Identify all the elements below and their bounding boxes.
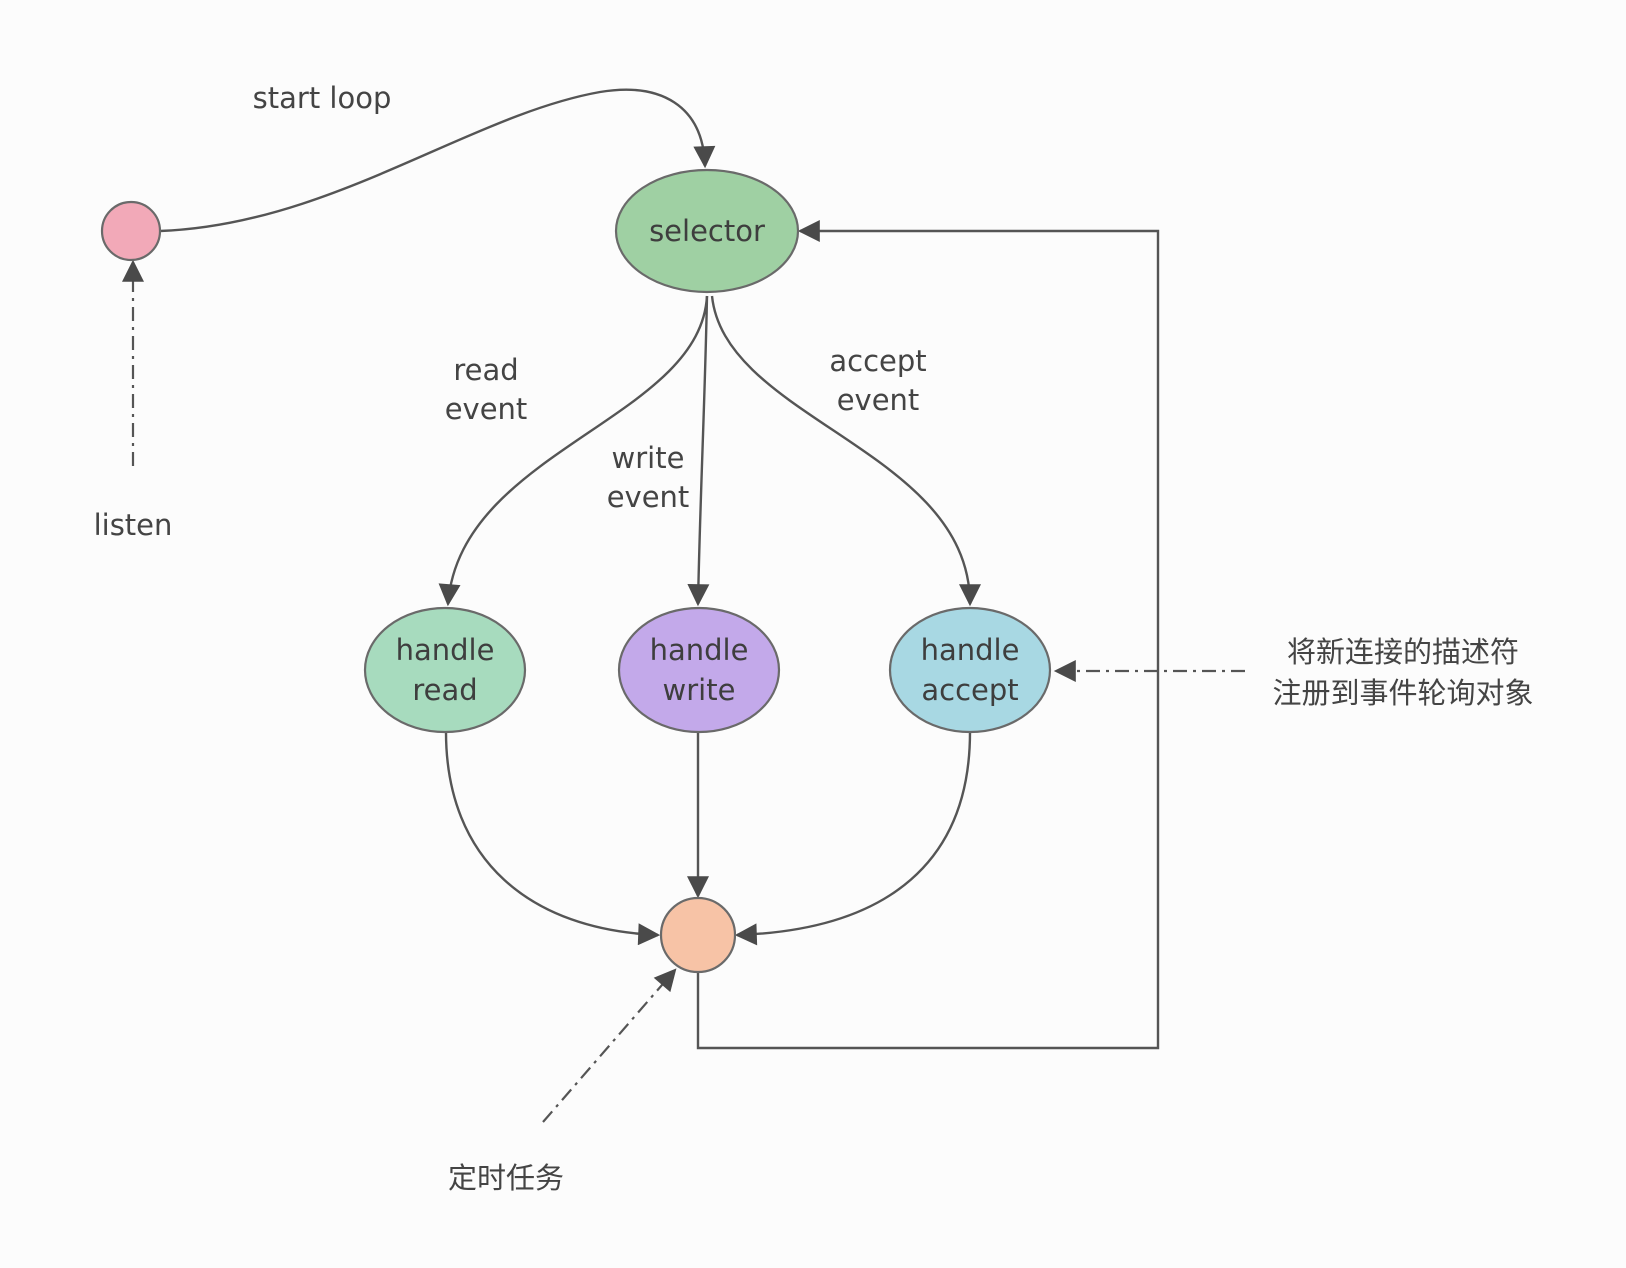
edge-accept-event (710, 295, 981, 607)
edge-loop-back (696, 220, 1160, 1050)
timer-arrow (542, 968, 677, 1123)
register-label-line1: 将新连接的描述符 (1287, 635, 1519, 669)
handle-read-label-line1: handle (396, 633, 495, 667)
end-node[interactable] (659, 896, 737, 974)
register-label-line2: 注册到事件轮询对象 (1272, 676, 1533, 710)
read-event-label-line1: read (453, 353, 518, 387)
handle-accept-label-line1: handle (921, 633, 1020, 667)
edge-start-loop (159, 88, 716, 233)
accept-event-label-line1: accept (829, 344, 926, 378)
accept-event-label-line2: event (837, 383, 920, 417)
edge-read-event (438, 295, 709, 607)
edge-read-to-end (444, 731, 661, 946)
write-event-label-line2: event (607, 480, 690, 514)
timer-label: 定时任务 (448, 1161, 564, 1195)
handle-read-node[interactable] (363, 606, 527, 734)
selector-node[interactable] (614, 168, 800, 294)
selector-label: selector (649, 214, 765, 248)
handle-write-label-line2: write (663, 673, 736, 707)
listen-label: listen (94, 508, 173, 542)
write-event-label-line1: write (612, 441, 685, 475)
start-node[interactable] (100, 200, 162, 262)
read-event-label-line2: event (445, 392, 528, 426)
edge-write-event (687, 295, 710, 607)
handle-write-node[interactable] (617, 606, 781, 734)
edge-accept-to-end (734, 731, 972, 946)
handle-read-label-line2: read (412, 673, 477, 707)
start-loop-label: start loop (253, 81, 392, 115)
handle-accept-node[interactable] (888, 606, 1052, 734)
handle-accept-label-line2: accept (921, 673, 1018, 707)
handle-write-label-line1: handle (650, 633, 749, 667)
